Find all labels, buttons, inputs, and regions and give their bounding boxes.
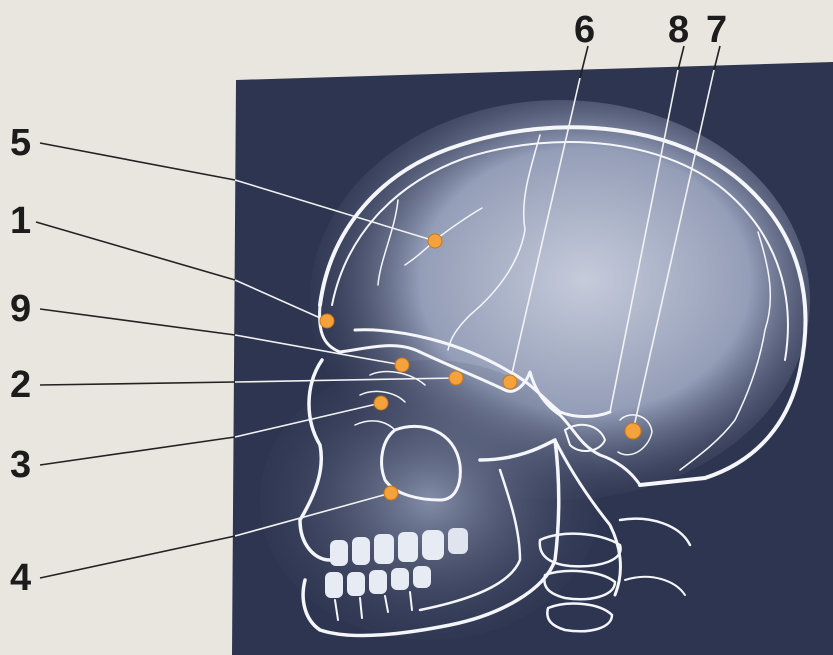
marker-3 (374, 396, 388, 410)
marker-4 (384, 486, 398, 500)
marker-5 (428, 234, 442, 248)
label-5: 5 (10, 122, 31, 164)
label-6: 6 (574, 9, 595, 51)
label-1: 1 (10, 200, 31, 242)
label-7: 7 (706, 9, 727, 51)
marker-2 (449, 371, 463, 385)
label-8: 8 (668, 9, 689, 51)
label-9: 9 (10, 288, 31, 330)
label-2: 2 (10, 364, 31, 406)
label-4: 4 (10, 557, 31, 599)
label-3: 3 (10, 444, 31, 486)
marker-6 (503, 375, 517, 389)
marker-1 (320, 314, 334, 328)
marker-7 (625, 423, 641, 439)
marker-9 (395, 358, 409, 372)
